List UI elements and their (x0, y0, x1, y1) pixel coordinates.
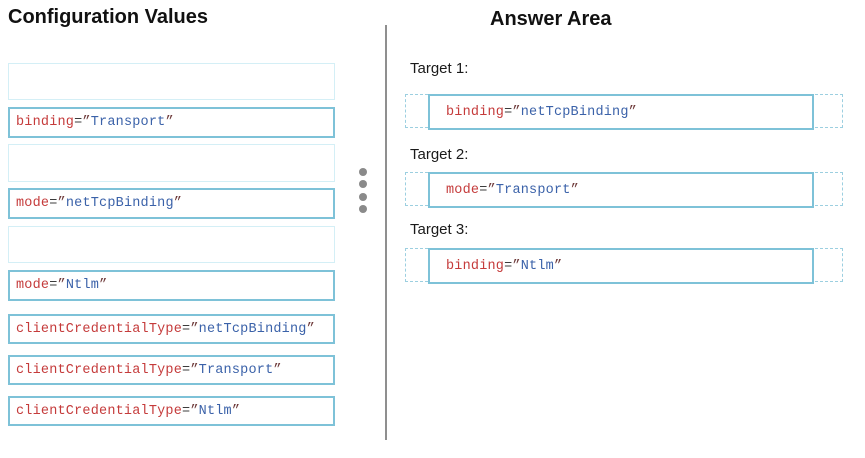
attribute-value: netTcpBinding (198, 321, 307, 337)
more-items-ellipsis-dot (359, 205, 367, 213)
configuration-values-title: Configuration Values (8, 6, 209, 28)
equals-sign: = (49, 196, 58, 211)
drop-target-1[interactable]: binding=”netTcpBinding” (405, 94, 843, 130)
code-snippet: binding=”netTcpBinding” (446, 105, 637, 120)
code-snippet: clientCredentialType=”Transport” (16, 363, 282, 378)
attribute-value: Transport (495, 182, 571, 198)
target-1-label: Target 1: (410, 60, 469, 77)
attribute-name: mode (16, 278, 50, 293)
close-quote: ” (99, 278, 108, 293)
open-quote: ” (487, 182, 496, 198)
target-2-label: Target 2: (410, 146, 469, 163)
dropped-config-value[interactable]: binding=”netTcpBinding” (428, 94, 814, 130)
dropped-config-value[interactable]: mode=”Transport” (428, 172, 814, 208)
open-quote: ” (512, 104, 521, 120)
target-3-label: Target 3: (410, 221, 469, 238)
code-snippet: clientCredentialType=”Ntlm” (16, 404, 240, 419)
attribute-value: Transport (90, 115, 166, 130)
code-snippet: binding=”Transport” (16, 115, 174, 130)
close-quote: ” (628, 104, 637, 120)
attribute-value: Transport (198, 362, 274, 378)
open-quote: ” (190, 321, 199, 337)
equals-sign: = (504, 104, 513, 120)
open-quote: ” (82, 115, 91, 130)
code-snippet: clientCredentialType=”netTcpBinding” (16, 322, 315, 337)
code-snippet: mode=”Ntlm” (16, 278, 107, 293)
empty-source-slot[interactable] (8, 63, 335, 100)
drop-target-2[interactable]: mode=”Transport” (405, 172, 843, 208)
close-quote: ” (173, 196, 183, 211)
attribute-name: clientCredentialType (16, 321, 183, 337)
open-quote: ” (190, 362, 199, 378)
close-quote: ” (273, 362, 282, 378)
equals-sign: = (504, 258, 513, 274)
attribute-name: mode (446, 182, 480, 198)
draggable-config-value[interactable]: mode=”Ntlm” (8, 270, 335, 301)
equals-sign: = (182, 403, 191, 419)
attribute-name: binding (16, 115, 75, 130)
draggable-config-value[interactable]: binding=”Transport” (8, 107, 335, 138)
more-items-ellipsis-dot (359, 168, 367, 176)
attribute-name: mode (16, 196, 50, 211)
attribute-name: clientCredentialType (16, 362, 183, 378)
close-quote: ” (165, 115, 174, 130)
open-quote: ” (512, 258, 521, 274)
panel-divider (385, 25, 387, 440)
equals-sign: = (479, 182, 488, 198)
close-quote: ” (570, 182, 579, 198)
more-items-ellipsis-dot (359, 193, 367, 201)
attribute-value: netTcpBinding (65, 196, 174, 211)
code-snippet: mode=”netTcpBinding” (16, 196, 182, 211)
answer-area-title: Answer Area (490, 8, 612, 30)
close-quote: ” (231, 403, 241, 419)
open-quote: ” (57, 278, 66, 293)
draggable-config-value[interactable]: clientCredentialType=”Ntlm” (8, 396, 335, 426)
close-quote: ” (306, 321, 315, 337)
open-quote: ” (57, 196, 66, 211)
equals-sign: = (49, 278, 58, 293)
open-quote: ” (190, 403, 199, 419)
close-quote: ” (553, 258, 563, 274)
attribute-value: netTcpBinding (520, 104, 629, 120)
attribute-value: Ntlm (520, 258, 554, 274)
equals-sign: = (182, 362, 191, 378)
code-snippet: mode=”Transport” (446, 183, 579, 198)
equals-sign: = (74, 115, 83, 130)
attribute-value: Ntlm (65, 278, 100, 293)
code-snippet: binding=”Ntlm” (446, 259, 562, 274)
empty-source-slot[interactable] (8, 226, 335, 263)
draggable-config-value[interactable]: clientCredentialType=”Transport” (8, 355, 335, 385)
more-items-ellipsis-dot (359, 180, 367, 188)
equals-sign: = (182, 321, 191, 337)
attribute-name: binding (446, 258, 505, 274)
dropped-config-value[interactable]: binding=”Ntlm” (428, 248, 814, 284)
draggable-config-value[interactable]: mode=”netTcpBinding” (8, 188, 335, 219)
draggable-config-value[interactable]: clientCredentialType=”netTcpBinding” (8, 314, 335, 344)
attribute-name: clientCredentialType (16, 403, 183, 419)
attribute-value: Ntlm (198, 403, 232, 419)
attribute-name: binding (446, 104, 505, 120)
empty-source-slot[interactable] (8, 144, 335, 182)
drop-target-3[interactable]: binding=”Ntlm” (405, 248, 843, 284)
